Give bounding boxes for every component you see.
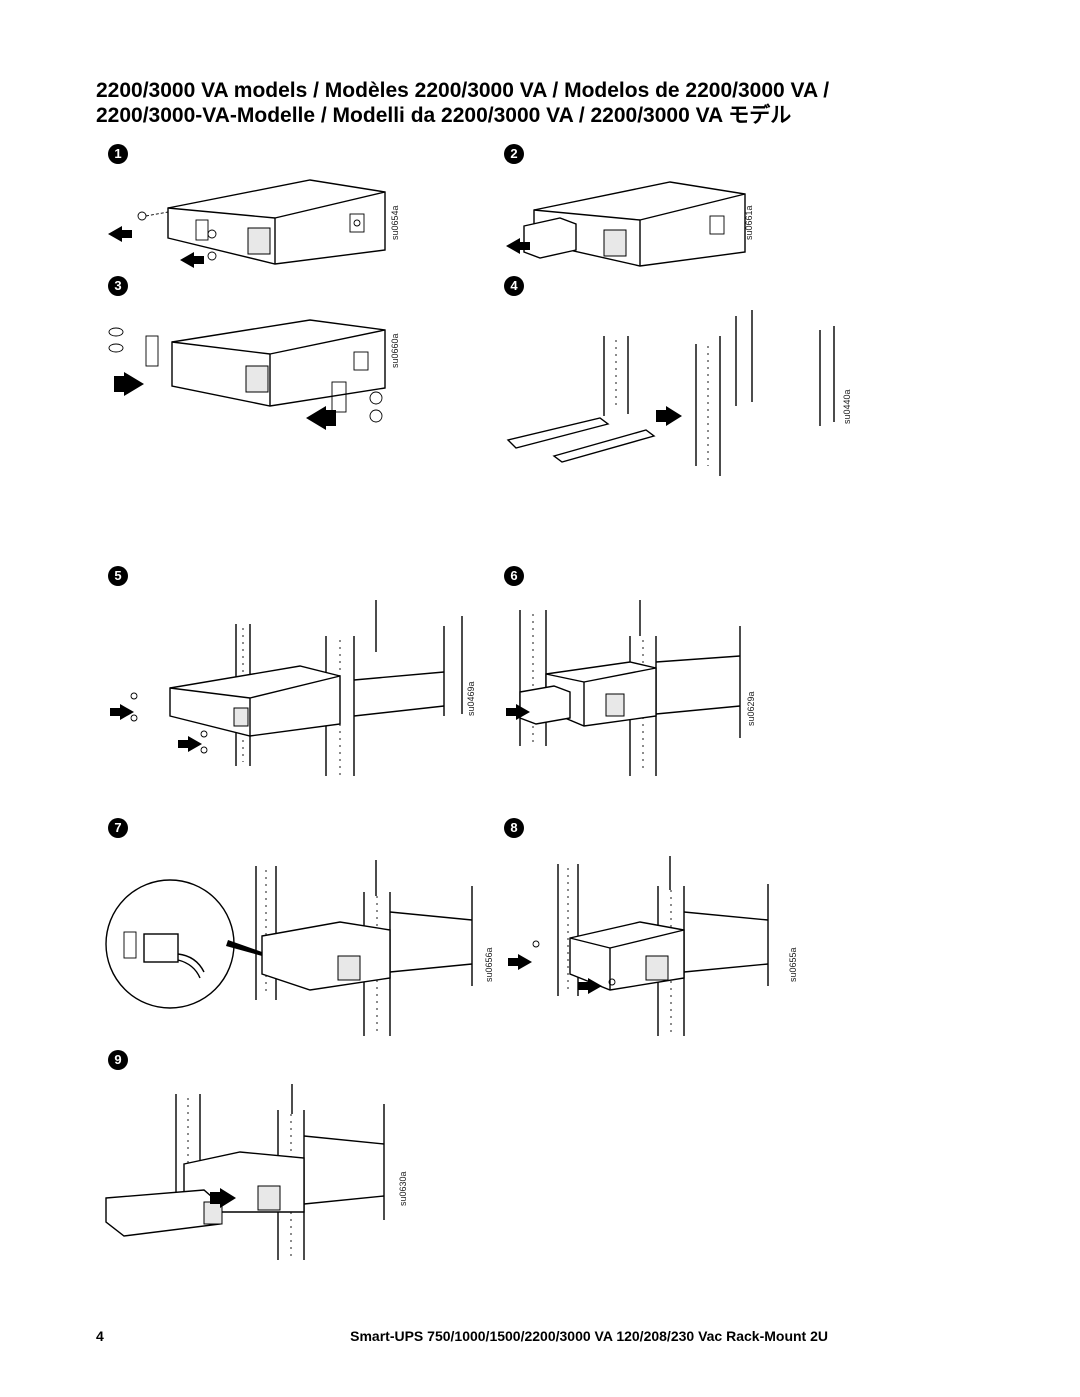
step-8-marker: 8 — [504, 818, 524, 838]
step-3-marker: 3 — [108, 276, 128, 296]
step-4-marker: 4 — [504, 276, 524, 296]
figure-2-remove-battery — [500, 172, 760, 272]
figure-4-install-rails — [500, 306, 860, 486]
page-number: 4 — [96, 1328, 104, 1344]
figure-3-attach-brackets — [100, 306, 400, 446]
figure-8-secure-unit — [500, 856, 800, 1056]
page-title: 2200/3000 VA models / Modèles 2200/3000 … — [96, 78, 996, 128]
figure-1-remove-screws — [100, 172, 400, 272]
step-1-marker: 1 — [108, 144, 128, 164]
step-5-marker: 5 — [108, 566, 128, 586]
figure-6-reinstall-battery — [500, 596, 760, 776]
step-7-marker: 7 — [108, 818, 128, 838]
page-title-line-1: 2200/3000 VA models / Modèles 2200/3000 … — [96, 79, 830, 102]
document-title: Smart-UPS 750/1000/1500/2200/3000 VA 120… — [350, 1328, 828, 1344]
figure-5-mount-unit — [100, 596, 480, 776]
figure-7-connect-battery — [100, 856, 500, 1056]
page-title-line-2: 2200/3000-VA-Modelle / Modelli da 2200/3… — [96, 104, 792, 127]
step-2-marker: 2 — [504, 144, 524, 164]
figure-9-attach-bezel — [100, 1080, 420, 1280]
step-9-marker: 9 — [108, 1050, 128, 1070]
step-6-marker: 6 — [504, 566, 524, 586]
